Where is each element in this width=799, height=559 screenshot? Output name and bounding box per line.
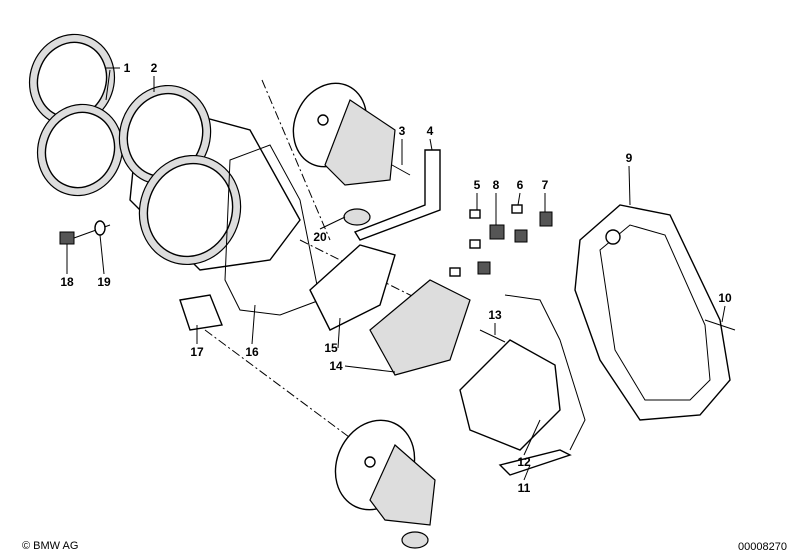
- part-18-19-screw: [59, 220, 111, 245]
- callout-10: 10: [718, 291, 732, 305]
- callout-7: 7: [541, 178, 549, 192]
- callout-18: 18: [60, 275, 74, 289]
- callout-11: 11: [517, 481, 531, 495]
- part-20-nut: [343, 208, 371, 226]
- part-12-board: [459, 339, 561, 451]
- image-code: 00008270: [738, 541, 787, 553]
- callout-16: 16: [245, 345, 259, 359]
- callout-14: 14: [329, 359, 343, 373]
- callout-4: 4: [426, 124, 434, 138]
- part-17-plate: [179, 294, 223, 331]
- callout-15: 15: [324, 341, 338, 355]
- leader-lines: [66, 67, 726, 481]
- part-2-housing: [118, 84, 301, 271]
- part-15-frame: [309, 244, 396, 331]
- part-1-rings: [28, 33, 124, 197]
- callout-9: 9: [625, 151, 633, 165]
- callout-5: 5: [473, 178, 481, 192]
- callout-8: 8: [492, 178, 500, 192]
- lower-gauge: [334, 419, 436, 549]
- callout-6: 6: [516, 178, 524, 192]
- upper-gauge: [292, 82, 396, 186]
- callout-3: 3: [398, 124, 406, 138]
- callout-19: 19: [97, 275, 111, 289]
- callout-17: 17: [190, 345, 204, 359]
- part-11-bracket: [498, 449, 572, 476]
- part-9-cover: [574, 204, 731, 421]
- part-14-carrier: [369, 279, 471, 376]
- copyright-text: © BMW AG: [22, 540, 79, 552]
- part-16-gasket: [224, 144, 321, 316]
- callout-2: 2: [150, 61, 158, 75]
- bulbs: [449, 204, 553, 277]
- callout-12: 12: [517, 455, 531, 469]
- part-4-bracket: [353, 149, 441, 241]
- callout-13: 13: [488, 308, 502, 322]
- callout-20: 20: [313, 230, 327, 244]
- callout-1: 1: [123, 61, 131, 75]
